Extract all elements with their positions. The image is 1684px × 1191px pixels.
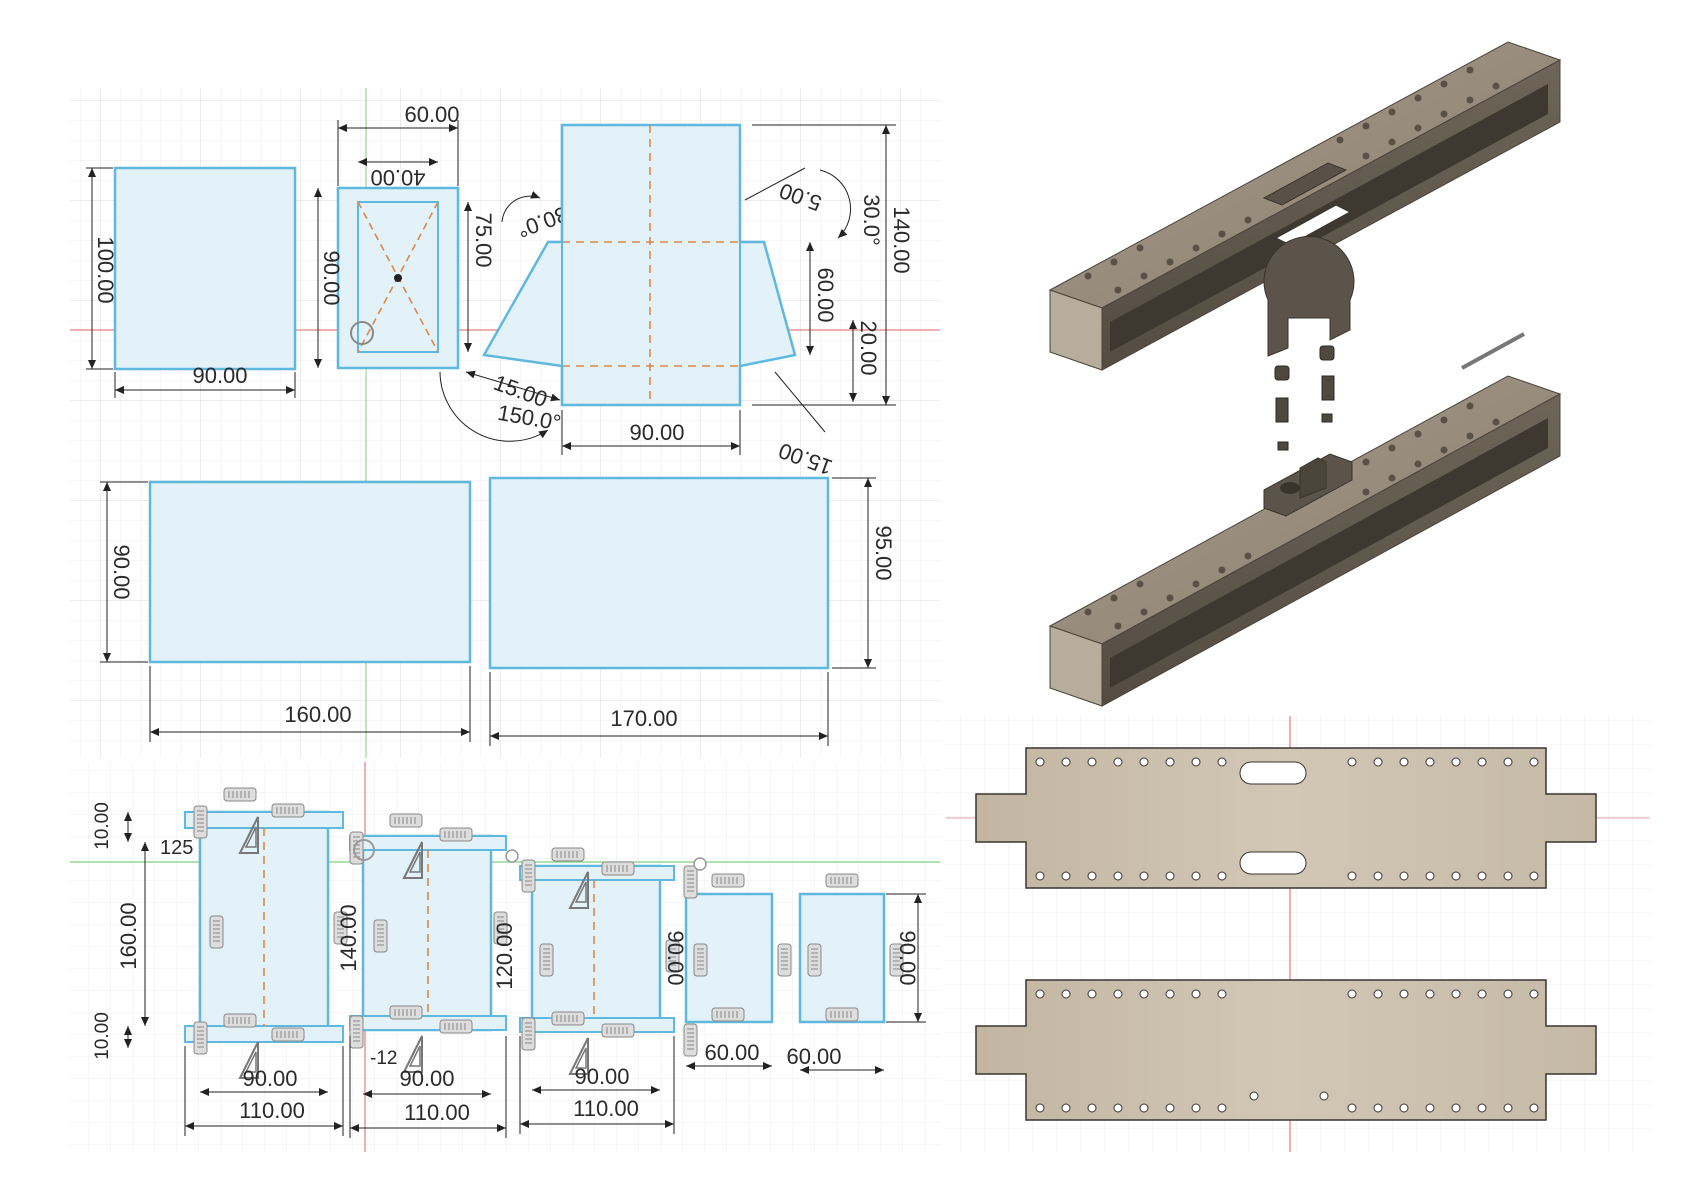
dim-label[interactable]: 60.00 — [786, 1044, 841, 1069]
dim-label[interactable]: 90.00 — [663, 930, 688, 985]
flat-part-1[interactable] — [184, 787, 348, 1079]
dim-label[interactable]: 125 — [160, 837, 193, 859]
flat-plate-2[interactable] — [975, 979, 1597, 1121]
sketch-panel-top: 100.00 90.00 60.00 40.00 90.00 75.00 30.… — [70, 88, 940, 758]
sketch-bottom-svg: 10.00 125 160.00 10.00 90.00 110.00 140.… — [70, 762, 940, 1152]
render-3d-svg — [1048, 41, 1562, 707]
flat-part-5[interactable] — [798, 873, 904, 1024]
dim-label[interactable]: 40.00 — [370, 165, 425, 190]
screws-3d[interactable] — [1274, 345, 1335, 451]
dim-label[interactable]: 60.00 — [704, 1040, 759, 1065]
flat-pattern-svg — [946, 716, 1650, 1152]
plate-2-holes — [1035, 989, 1539, 1113]
dim-label[interactable]: 90.00 — [109, 544, 134, 599]
dim-label[interactable]: 140.00 — [889, 206, 914, 273]
pin-3d[interactable] — [1461, 332, 1525, 370]
lower-bar-3d[interactable] — [1048, 375, 1562, 707]
origin-icon[interactable] — [350, 321, 374, 345]
dim-label[interactable]: 90.00 — [242, 1066, 297, 1091]
dim-label[interactable]: 120.00 — [492, 922, 517, 989]
dim-label[interactable]: 110.00 — [573, 1096, 639, 1121]
lower-bar-holes — [1084, 402, 1500, 630]
dim-label[interactable]: 75.00 — [471, 212, 496, 267]
dim-label[interactable]: 10.00 — [92, 1012, 113, 1060]
flat-part-4[interactable] — [683, 857, 792, 1057]
profile-rect-5[interactable] — [488, 476, 830, 670]
center-point[interactable] — [394, 274, 402, 282]
sketch-top-svg: 100.00 90.00 60.00 40.00 90.00 75.00 30.… — [70, 88, 940, 758]
dim-label[interactable]: 110.00 — [404, 1100, 470, 1125]
dim-label[interactable]: 110.00 — [239, 1098, 305, 1123]
flat-plate-1[interactable] — [975, 747, 1597, 889]
profile-rect-1[interactable] — [113, 166, 297, 371]
flat-part-2[interactable] — [349, 813, 519, 1073]
dim-label[interactable]: 60.00 — [813, 267, 838, 322]
dim-label[interactable]: 90.00 — [192, 363, 247, 388]
dim-label[interactable]: 10.00 — [92, 802, 113, 850]
dim-label[interactable]: 90.00 — [574, 1064, 629, 1089]
flat-part-3[interactable] — [519, 847, 680, 1075]
dim-label[interactable]: 170.00 — [610, 706, 677, 731]
dim-label[interactable]: 160.00 — [116, 902, 141, 969]
dim-label[interactable]: 90.00 — [629, 420, 684, 445]
dim-label[interactable]: 95.00 — [871, 525, 896, 580]
dim-label[interactable]: 100.00 — [93, 236, 118, 303]
profile-rect-4[interactable] — [148, 480, 472, 664]
dim-label[interactable]: 90.00 — [319, 250, 344, 305]
sketch-panel-bottom: 10.00 125 160.00 10.00 90.00 110.00 140.… — [70, 762, 940, 1152]
dim-label[interactable]: 160.00 — [284, 702, 351, 727]
dim-label[interactable]: 30.0° — [859, 194, 884, 246]
upper-bar-holes — [1084, 66, 1500, 294]
dim-label[interactable]: 90.00 — [895, 930, 920, 985]
clamp-base-3d[interactable] — [1263, 453, 1353, 517]
plate-1-holes — [1035, 757, 1539, 881]
render-3d-panel — [1040, 30, 1684, 720]
clamp-head-3d[interactable] — [1263, 236, 1355, 357]
flat-pattern-panel — [946, 716, 1650, 1152]
upper-bar-3d[interactable] — [1048, 41, 1562, 371]
dim-label[interactable]: 20.00 — [856, 320, 881, 375]
dim-label[interactable]: 90.00 — [399, 1066, 454, 1091]
dim-label[interactable]: -12 — [370, 1048, 397, 1069]
dim-label[interactable]: 60.00 — [404, 102, 459, 127]
dim-label[interactable]: 140.00 — [336, 904, 361, 971]
